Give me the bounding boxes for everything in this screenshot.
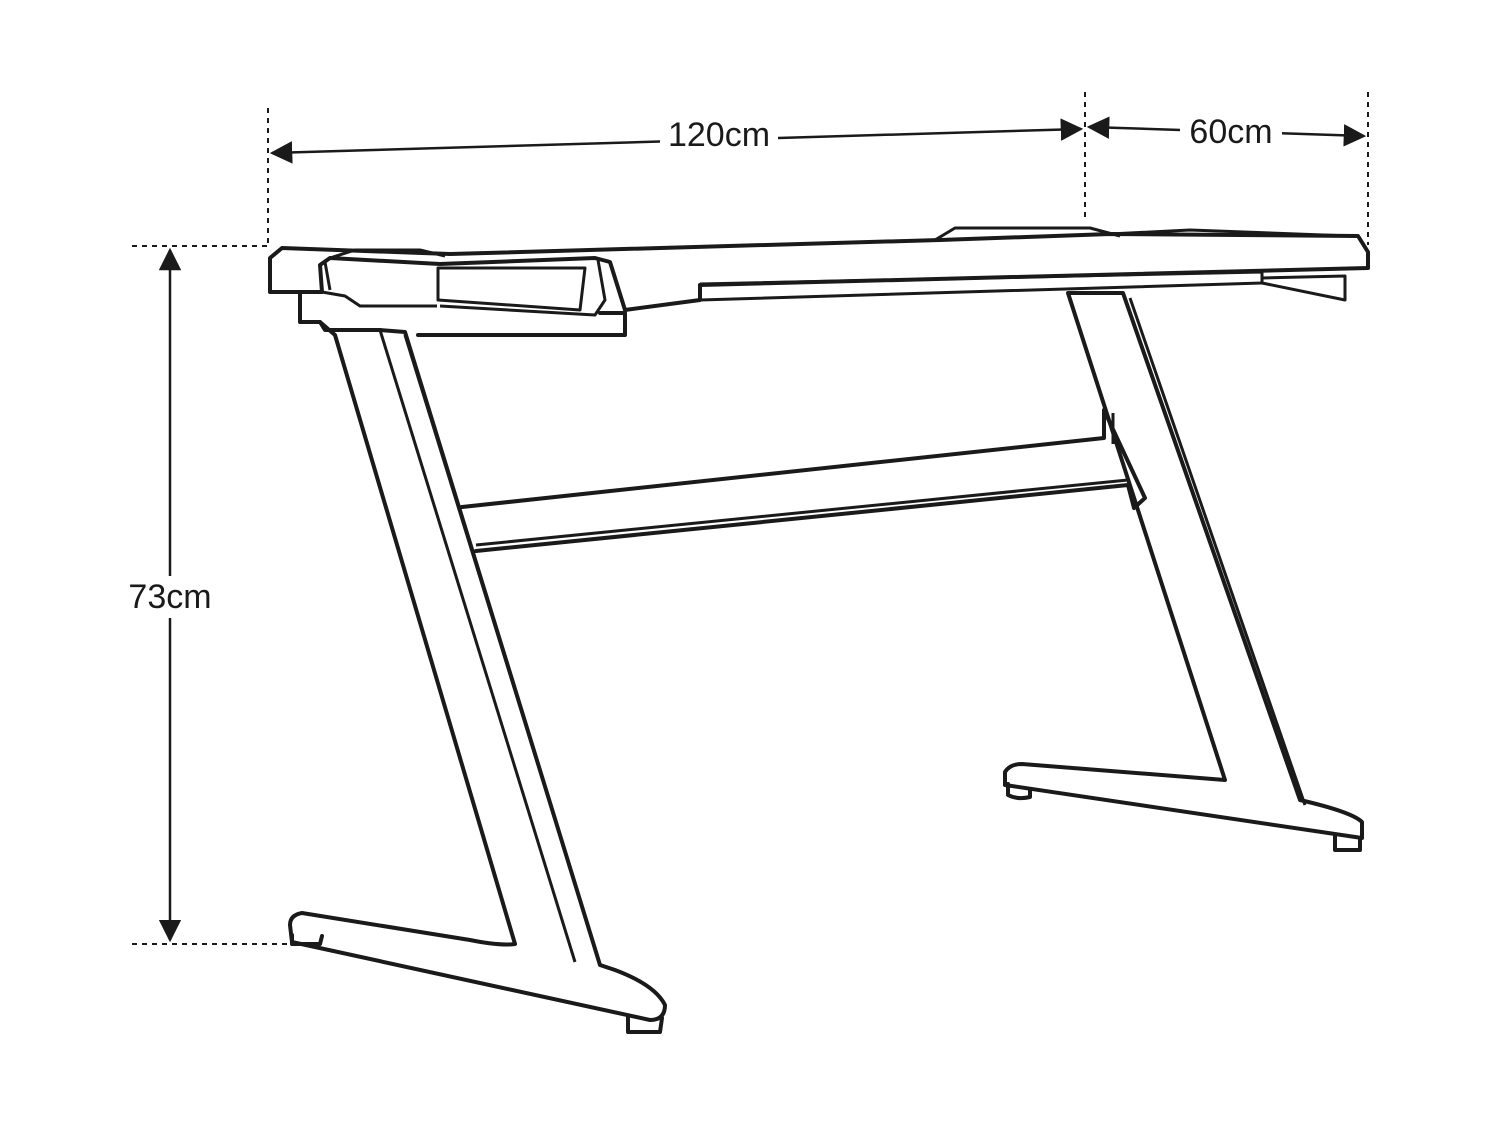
height-label: 73cm bbox=[128, 578, 211, 616]
desktop bbox=[268, 226, 1370, 337]
width-label: 120cm bbox=[668, 116, 770, 154]
crossbar bbox=[460, 408, 1147, 553]
dimension-guides bbox=[132, 92, 1369, 945]
front-leg bbox=[288, 320, 667, 1034]
width-dimension: 120cm bbox=[269, 115, 1084, 164]
desk-illustration bbox=[268, 226, 1370, 1034]
depth-label: 60cm bbox=[1189, 113, 1272, 151]
back-leg bbox=[1003, 291, 1364, 852]
height-dimension: 73cm bbox=[118, 247, 222, 943]
depth-dimension: 60cm bbox=[1086, 112, 1367, 152]
